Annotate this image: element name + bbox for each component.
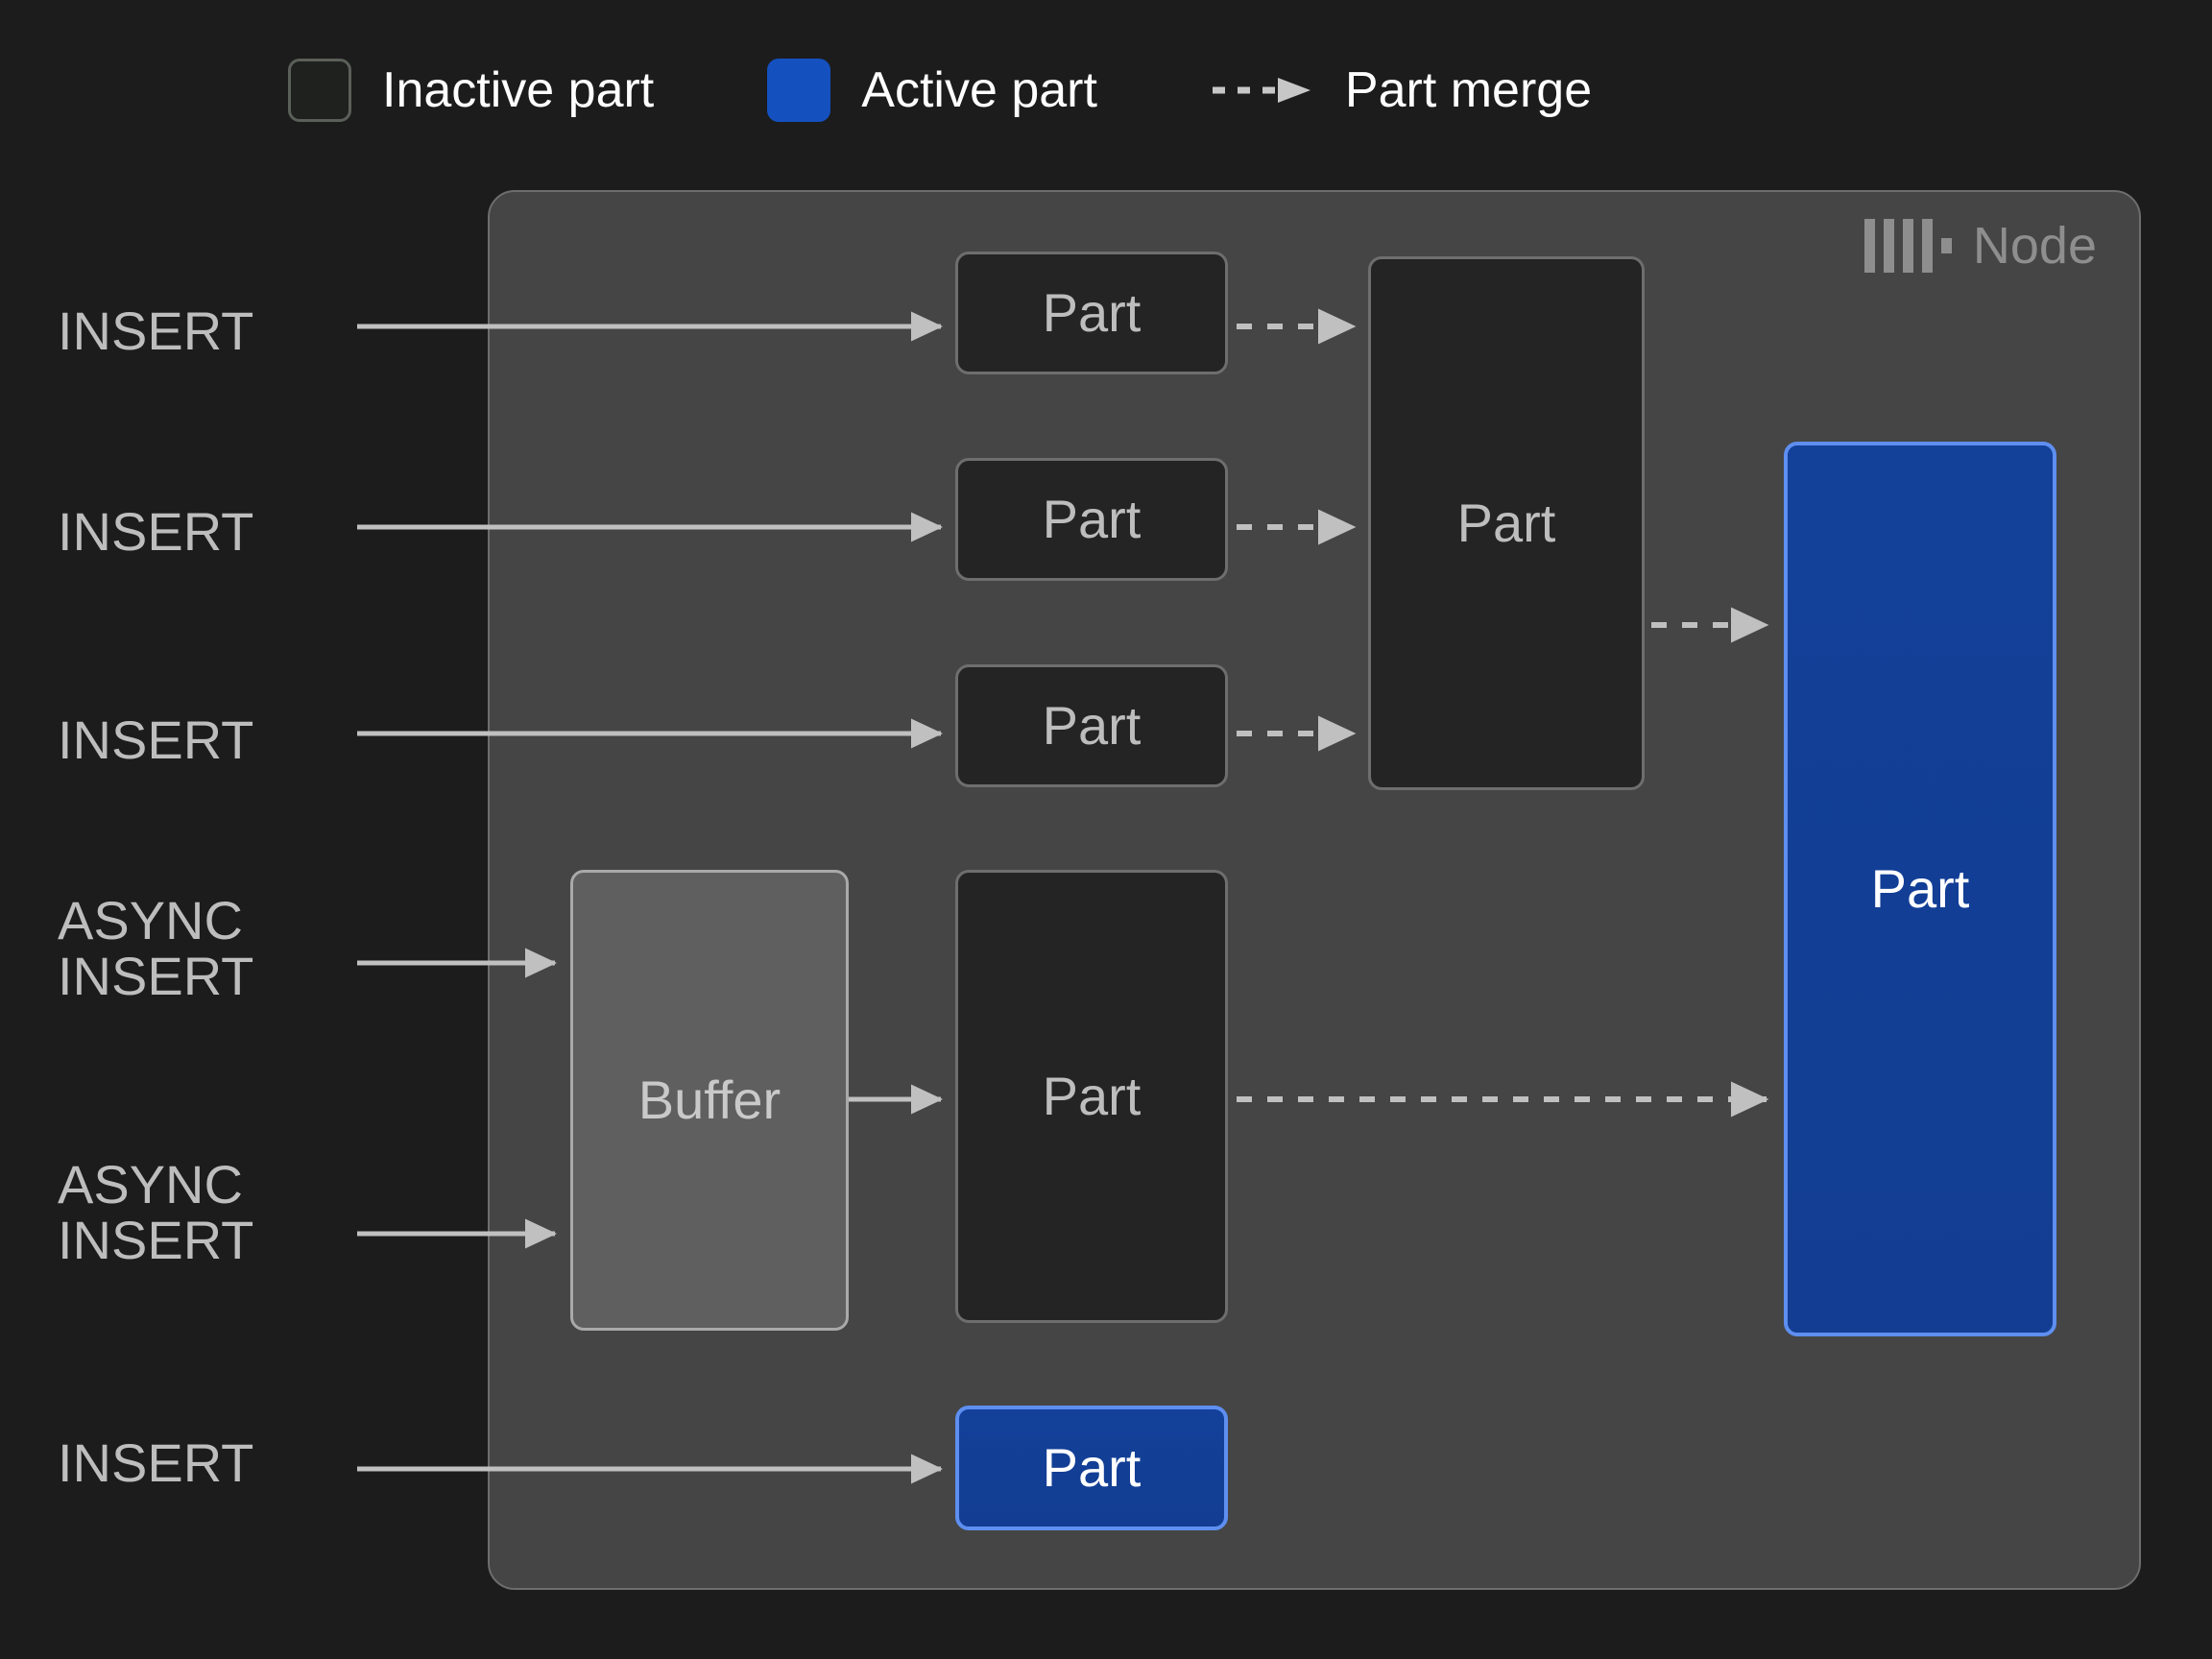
part-box-label: Part xyxy=(1042,1437,1142,1498)
part-box-label: Part xyxy=(1870,858,1970,919)
part-box-label: Part xyxy=(1042,282,1142,343)
inactive-part-swatch-icon xyxy=(288,59,351,122)
part-box-label: Part xyxy=(1456,493,1556,553)
flow-label-async-insert-2: ASYNC INSERT xyxy=(58,1154,254,1271)
part-box-label: Part xyxy=(1042,1066,1142,1126)
flow-label-insert-4: INSERT xyxy=(58,1432,254,1493)
dashed-arrow-icon xyxy=(1211,76,1314,105)
buffer-box[interactable]: Buffer xyxy=(570,870,849,1331)
node-tag: Node xyxy=(1863,217,2097,275)
legend: Inactive part Active part Part merge xyxy=(288,54,1592,127)
clickhouse-logo-icon xyxy=(1863,219,1952,273)
flow-label-insert-3: INSERT xyxy=(58,709,254,770)
node-label: Node xyxy=(1972,217,2097,275)
part-box-buffer-flush[interactable]: Part xyxy=(955,870,1228,1323)
legend-item-part-merge: Part merge xyxy=(1211,65,1592,115)
part-box-top-3[interactable]: Part xyxy=(955,664,1228,787)
flow-label-insert-1: INSERT xyxy=(58,301,254,361)
flow-label-async-insert-1: ASYNC INSERT xyxy=(58,890,254,1007)
part-box-label: Part xyxy=(1042,489,1142,549)
legend-item-inactive-part: Inactive part xyxy=(288,59,654,122)
flow-label-insert-2: INSERT xyxy=(58,501,254,562)
buffer-box-label: Buffer xyxy=(637,1070,781,1130)
part-box-merged[interactable]: Part xyxy=(1368,256,1645,790)
legend-label-active-part: Active part xyxy=(861,62,1097,118)
legend-label-part-merge: Part merge xyxy=(1344,62,1593,118)
active-part-swatch-icon xyxy=(767,59,831,122)
part-box-label: Part xyxy=(1042,695,1142,756)
part-box-top-1[interactable]: Part xyxy=(955,252,1228,374)
part-box-final-active[interactable]: Part xyxy=(1784,442,2056,1336)
legend-label-inactive-part: Inactive part xyxy=(382,62,655,118)
part-box-bottom-active[interactable]: Part xyxy=(955,1406,1228,1530)
part-box-top-2[interactable]: Part xyxy=(955,458,1228,581)
legend-item-active-part: Active part xyxy=(767,59,1097,122)
